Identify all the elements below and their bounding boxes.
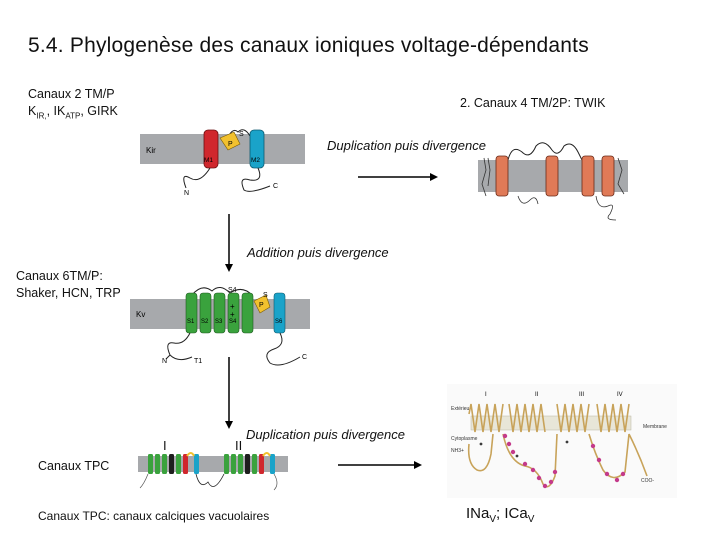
arrow-to-twik — [358, 173, 438, 181]
svg-text:S4: S4 — [228, 287, 237, 294]
svg-text:M2: M2 — [251, 157, 260, 164]
addition-label: Addition puis divergence — [247, 245, 389, 260]
svg-text:II: II — [535, 392, 539, 398]
twik-channel-label: 2. Canaux 4 TM/2P: TWIK — [460, 96, 606, 110]
arrow-to-nav — [338, 461, 422, 469]
svg-text:Kv: Kv — [136, 310, 145, 319]
kir-m1-helix — [203, 129, 219, 169]
svg-text:Membrane: Membrane — [643, 424, 667, 430]
svg-text:III: III — [579, 392, 584, 398]
twik-channel-diagram — [478, 142, 628, 221]
slide-title: 5.4. Phylogenèse des canaux ioniques vol… — [28, 34, 589, 57]
kir-m2-helix — [249, 129, 265, 169]
svg-text:IV: IV — [617, 392, 623, 398]
svg-text:M1: M1 — [204, 157, 213, 164]
svg-text:S6: S6 — [275, 319, 283, 325]
svg-text:T1: T1 — [194, 358, 202, 365]
svg-text:Cytoplasme: Cytoplasme — [451, 436, 478, 442]
tpc-channel-diagram — [138, 452, 288, 491]
svg-text:C: C — [273, 183, 278, 190]
svg-text:N: N — [184, 190, 189, 197]
kir-kir-text: Kir — [146, 146, 156, 155]
tpc-channel-label: Canaux TPC — [38, 459, 110, 473]
svg-text:I: I — [485, 392, 487, 398]
svg-text:S4: S4 — [229, 319, 237, 325]
svg-text:S: S — [239, 131, 244, 138]
kir-channel-label: Canaux 2 TM/P KIR,, IKATP, GIRK — [28, 86, 118, 125]
nav-channel-diagram: Extérieur Cytoplasme Membrane NH3+ COO- … — [447, 384, 677, 498]
svg-text:P: P — [228, 141, 233, 148]
svg-text:C: C — [302, 354, 307, 361]
duplication-label-2: Duplication puis divergence — [246, 427, 405, 442]
svg-text:S2: S2 — [201, 319, 209, 325]
svg-text:Extérieur: Extérieur — [451, 406, 471, 412]
svg-text:P: P — [259, 302, 264, 309]
kir-channel-diagram: Kir P S M1 M2 N C — [140, 129, 305, 197]
kir-line-1: Canaux 2 TM/P — [28, 87, 115, 101]
svg-text:N: N — [162, 358, 167, 365]
svg-text:S1: S1 — [187, 319, 195, 325]
svg-text:S: S — [263, 292, 268, 299]
kir-p-loop — [219, 131, 241, 151]
kir-line-2: KIR,, IKATP, GIRK — [28, 104, 118, 121]
svg-text:+: + — [230, 310, 235, 319]
kv-channel-diagram: Kv S4 + + P S S1 S2 S3 S4 S6 N T1 C — [130, 287, 310, 366]
svg-text:+: + — [230, 302, 235, 311]
svg-text:S3: S3 — [215, 319, 223, 325]
arrow-down-1 — [225, 214, 233, 272]
current-label: INaV; ICaV — [466, 505, 535, 525]
kv-channel-label: Canaux 6TM/P: Shaker, HCN, TRP — [16, 269, 121, 300]
tpc-caption: Canaux TPC: canaux calciques vacuolaires — [38, 509, 270, 523]
arrow-down-2 — [225, 357, 233, 429]
svg-text:NH3+: NH3+ — [451, 448, 464, 454]
duplication-label-1: Duplication puis divergence — [327, 138, 486, 153]
tpc-domain-ii-label: II — [235, 438, 243, 453]
svg-text:COO-: COO- — [641, 478, 654, 484]
tpc-domain-i-label: I — [163, 438, 167, 453]
